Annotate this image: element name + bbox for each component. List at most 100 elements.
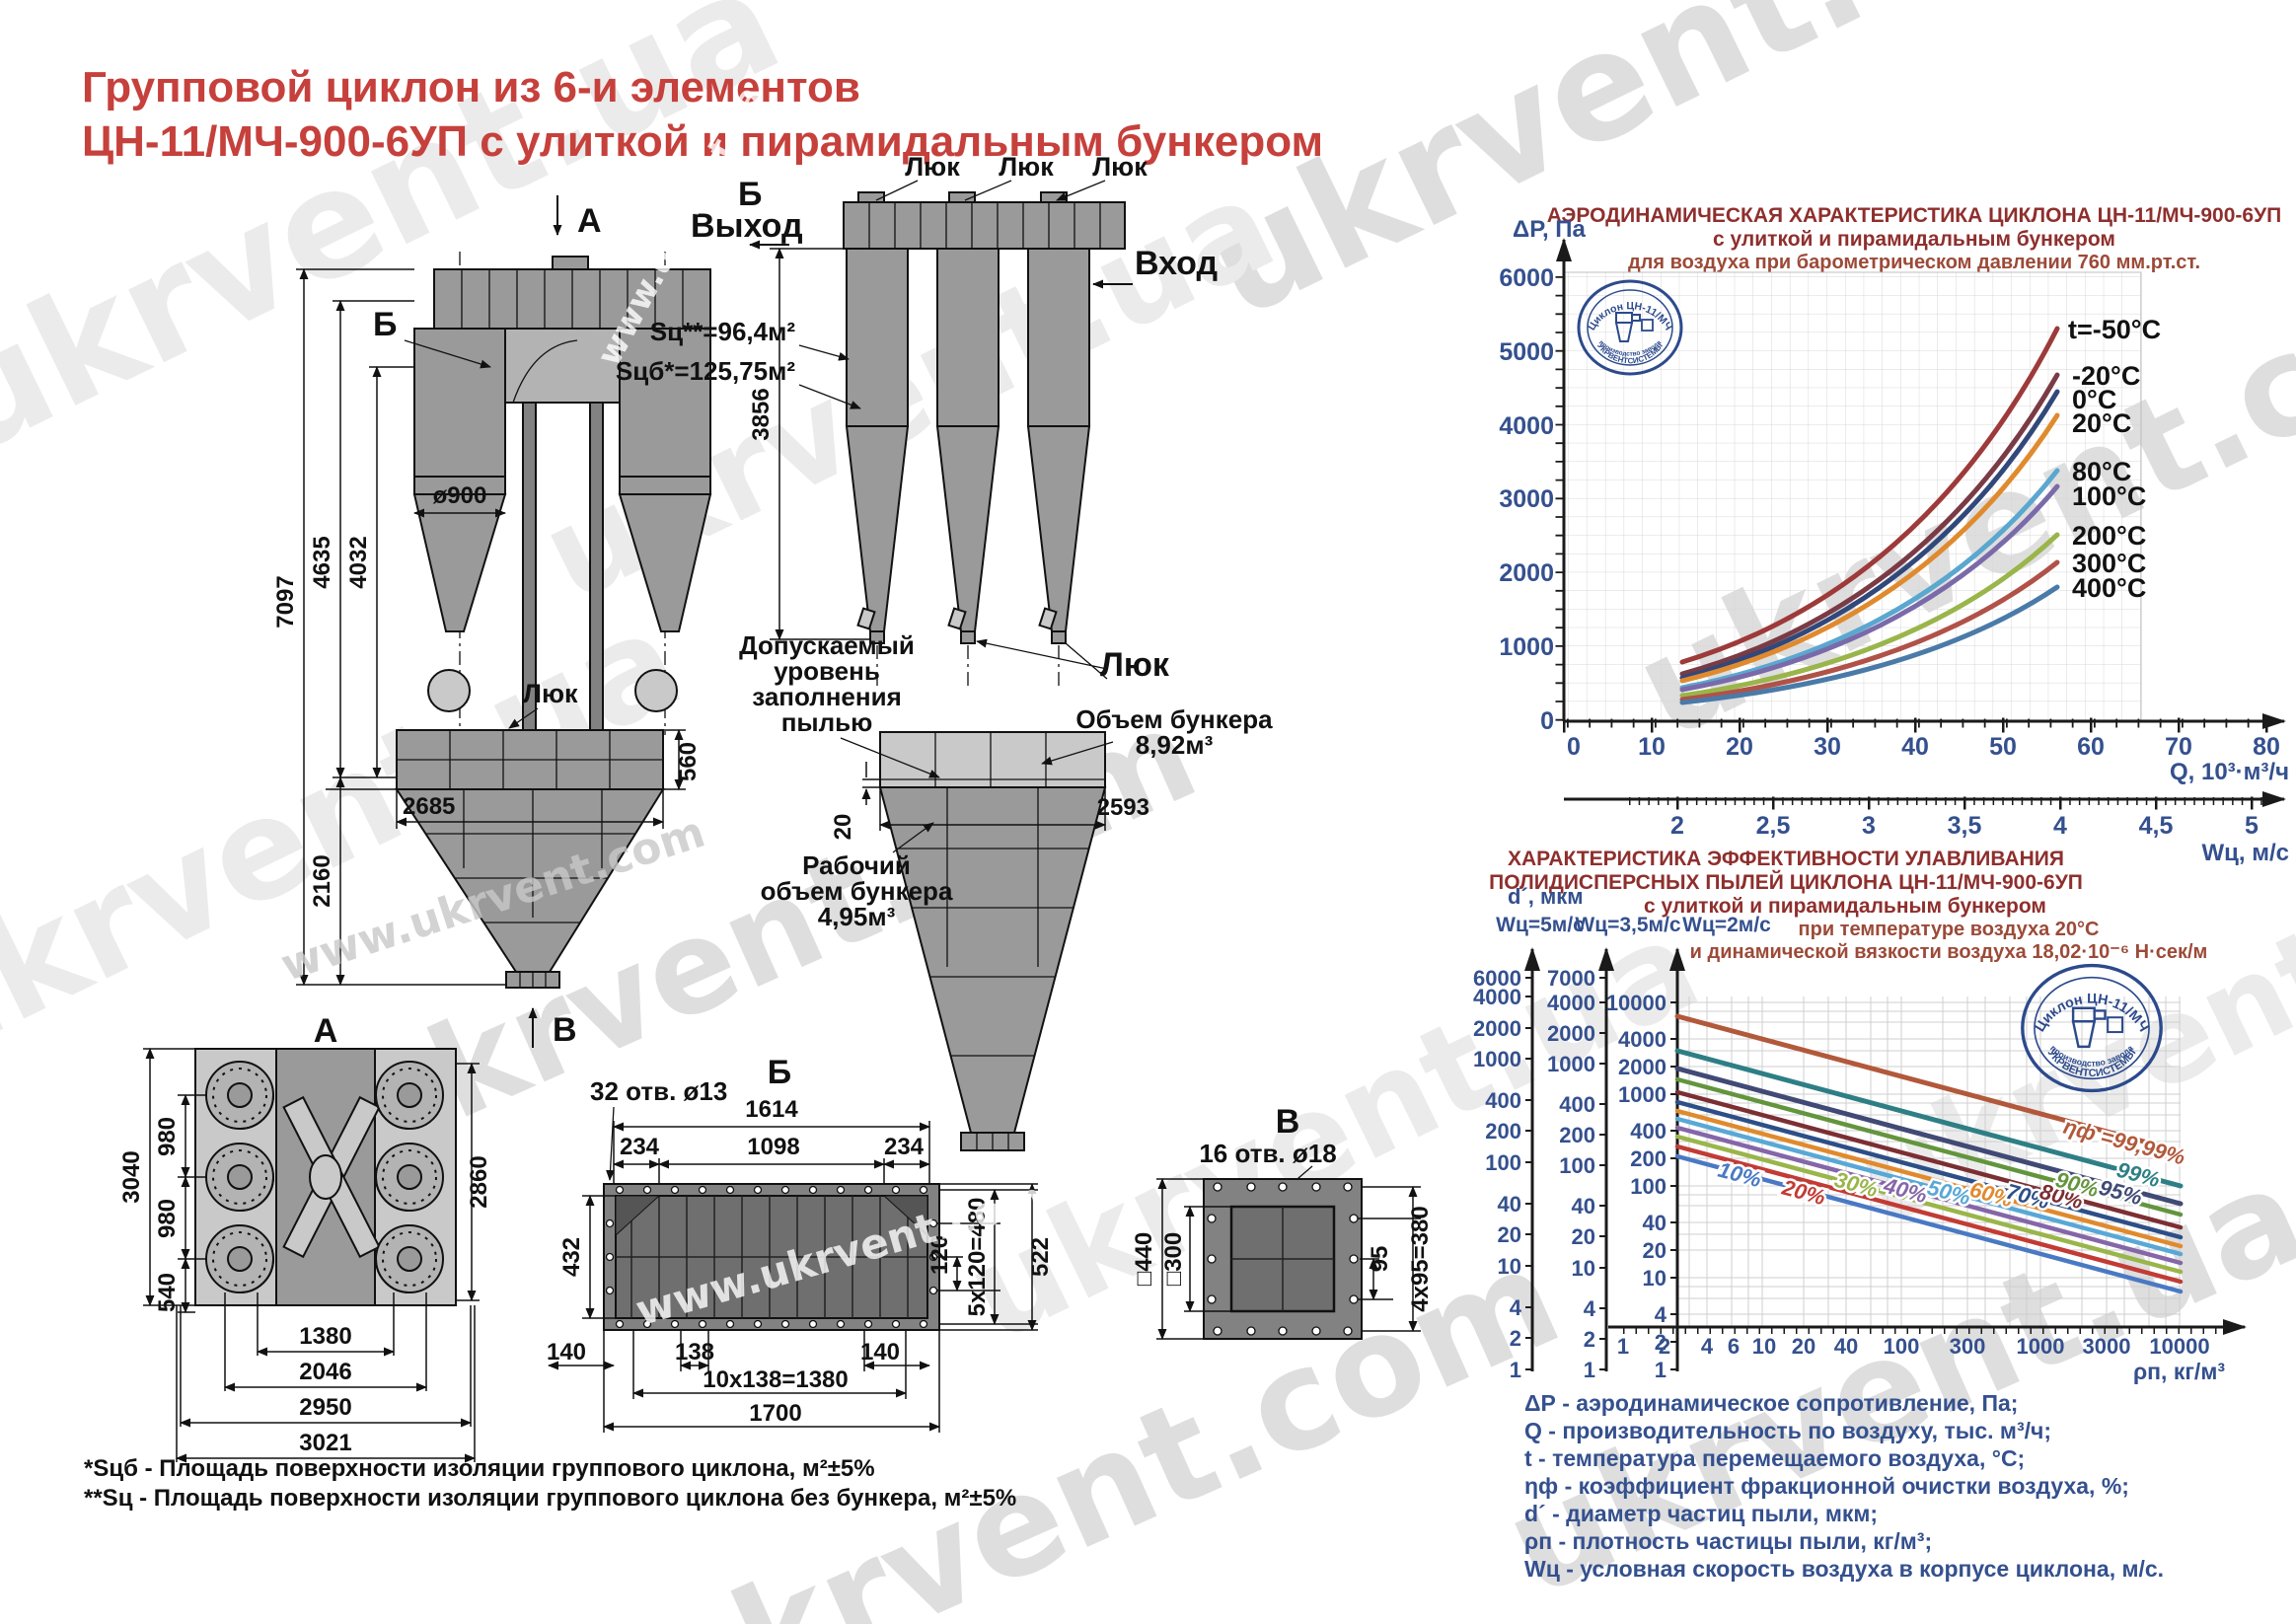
line-90 <box>1674 1076 2184 1218</box>
extension-lines <box>296 268 506 986</box>
dim-label: 1614 <box>745 1096 798 1123</box>
top-hatch <box>552 256 589 270</box>
dim-label: 2860 <box>466 1155 492 1208</box>
chart1-subtitle: с улиткой и пирамидальным бункером <box>1713 228 2115 251</box>
scroll-wedge <box>882 1195 928 1237</box>
curve-100 <box>1679 483 2060 693</box>
line-80 <box>1674 1089 2184 1230</box>
curve-label: 300°C <box>2072 549 2146 578</box>
curve-minus20 <box>1679 372 2060 677</box>
tick-label: 4000 <box>1547 991 1595 1015</box>
tick-label: 10000 <box>1606 991 1666 1015</box>
front-view-drawing: А Б В Люк 7097 4635 4032 2160 ø900 2685 … <box>272 195 712 1049</box>
tick-label: 30 <box>1814 733 1841 761</box>
dust-level-note: заполнения <box>752 682 902 711</box>
tick-label: 20 <box>1572 1224 1595 1249</box>
chart1-wc-tick-labels: 2 2,5 3 3,5 4 4,5 5 <box>1670 812 2259 840</box>
footnotes: *Sцб - Площадь поверхности изоляции груп… <box>84 1455 1016 1512</box>
pyramid-seams <box>425 789 635 923</box>
curve-300 <box>1679 559 2060 702</box>
line-30 <box>1674 1134 2184 1275</box>
legend-line: Q - производительность по воздуху, тыс. … <box>1524 1418 2051 1443</box>
tick-label: 20 <box>1498 1222 1521 1247</box>
chart1-y-axis-label: ΔР, Па <box>1513 216 1587 243</box>
tick-label: 3,5 <box>1948 812 1982 840</box>
bunker-top <box>879 731 1106 788</box>
tick-label: 3 <box>1862 812 1876 840</box>
chart-aerodynamic: АЭРОДИНАМИЧЕСКАЯ ХАРАКТЕРИСТИКА ЦИКЛОНА … <box>1499 204 2289 866</box>
tick-label: 20 <box>1726 733 1753 761</box>
tick-label: 20 <box>1643 1238 1666 1263</box>
chart-efficiency: ХАРАКТЕРИСТИКА ЭФФЕКТИВНОСТИ УЛАВЛИВАНИЯ… <box>1473 848 2247 1384</box>
view-v-drawing: В 16 отв. ø18 □440 □300 95 4x95=380 <box>1131 1103 1434 1340</box>
chart1-y-tick-labels: 6000 5000 4000 3000 2000 1000 0 <box>1499 264 1554 735</box>
curve-label: t=-50°C <box>2068 315 2161 344</box>
line-40 <box>1674 1125 2184 1266</box>
dim-label: 4635 <box>309 536 335 588</box>
surface-area-label: Sцб*=125,75м² <box>616 356 795 386</box>
extension-lines <box>613 1121 930 1184</box>
footnote-line: *Sцб - Площадь поверхности изоляции груп… <box>84 1455 875 1482</box>
tick-label: 3000 <box>2083 1334 2131 1359</box>
line-20 <box>1674 1144 2184 1285</box>
dim-label: □300 <box>1160 1232 1187 1287</box>
section-label-v: В <box>553 1011 577 1049</box>
working-volume-label: объем бункера <box>761 876 953 906</box>
line-70 <box>1674 1099 2184 1240</box>
tick-label: 2000 <box>1618 1055 1666 1079</box>
line-label: 80% <box>2037 1179 2086 1215</box>
tick-label: 10 <box>1498 1254 1521 1279</box>
curve-20 <box>1679 412 2060 684</box>
page-title: Групповой циклон из 6-и элементов ЦН-11/… <box>82 63 1323 166</box>
dim-label: 234 <box>884 1134 925 1160</box>
legend-line: ΔР - аэродинамическое сопротивление, Па; <box>1524 1390 2018 1416</box>
tick-label: 70 <box>2165 733 2192 761</box>
dim-label: 4032 <box>345 536 372 588</box>
cone-stub <box>960 630 976 644</box>
leader <box>892 822 934 853</box>
tick-label: 2 <box>1659 1334 1670 1359</box>
dim-label: 560 <box>675 742 702 781</box>
tick-label: 1000 <box>1473 1047 1521 1071</box>
curve-label: 0°C <box>2072 385 2116 414</box>
tick-label: 400 <box>1485 1088 1521 1113</box>
tick-label: 10 <box>1572 1256 1595 1281</box>
dim-label: 140 <box>547 1339 586 1366</box>
curve-label: 400°C <box>2072 573 2146 603</box>
line-99 <box>1674 1048 2184 1189</box>
tick-label: 10000 <box>2149 1334 2209 1359</box>
tick-label: 6000 <box>1473 966 1521 991</box>
tick-label: 100 <box>1630 1174 1666 1199</box>
hatch-leader <box>508 707 539 729</box>
chart2-condition: при температуре воздуха 20°С <box>1799 919 2100 940</box>
dim-label: 5x120=480 <box>964 1198 991 1317</box>
tick-label: 1 <box>1655 1358 1666 1382</box>
chart2-d-axis-label: d´, мкм <box>1508 884 1584 909</box>
line-label: 10% <box>1716 1157 1764 1193</box>
tick-label: 40 <box>1498 1192 1521 1217</box>
outlet-ribs <box>519 972 547 988</box>
cyclone-cylinder <box>413 328 506 478</box>
section-leader-b <box>404 339 491 369</box>
cyclone-cone <box>412 493 507 632</box>
chart1-title: АЭРОДИНАМИЧЕСКАЯ ХАРАКТЕРИСТИКА ЦИКЛОНА … <box>1547 204 2281 227</box>
tick-label: 3000 <box>1499 485 1554 513</box>
tick-label: 10 <box>1643 1266 1666 1291</box>
tick-label: 40 <box>1572 1194 1595 1218</box>
tick-label: 60 <box>2077 733 2105 761</box>
cone-hatch <box>947 607 967 630</box>
dust-level-note: уровень <box>774 656 880 686</box>
hatch-label: Люк <box>905 152 960 182</box>
dim-label: 1098 <box>747 1134 799 1160</box>
tick-label: 20 <box>1792 1334 1815 1359</box>
cyclone-cylinder <box>936 248 1000 427</box>
tick-label: 4000 <box>1473 985 1521 1009</box>
cyclone-cone <box>1026 425 1091 632</box>
dim-label: 2950 <box>299 1394 351 1421</box>
dim-label: 432 <box>558 1237 585 1277</box>
legend-line: Wц - условная скорость воздуха в корпусе… <box>1524 1556 2164 1582</box>
tick-label: 0 <box>1567 733 1581 761</box>
leader <box>1041 741 1114 766</box>
tick-label: 4 <box>1701 1334 1714 1359</box>
holes-note: 16 отв. ø18 <box>1199 1139 1336 1168</box>
